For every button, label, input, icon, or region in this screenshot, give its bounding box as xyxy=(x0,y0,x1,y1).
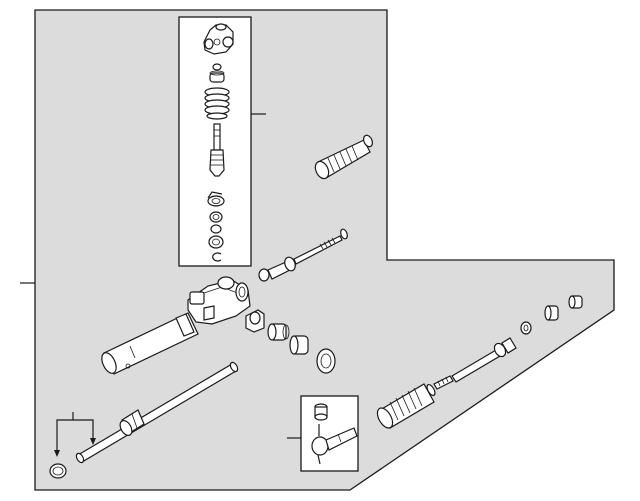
housing-o-ring xyxy=(49,463,67,479)
rack-bushing xyxy=(267,323,290,341)
callout-bracket-left xyxy=(54,412,96,457)
pinion-washer xyxy=(208,211,224,249)
pinion-subassembly-box xyxy=(178,16,252,267)
tie-rod-end-box xyxy=(300,395,359,472)
inner-tie-rod-left xyxy=(258,228,348,282)
pinion-valve-housing xyxy=(203,23,234,55)
rack-housing xyxy=(101,276,251,375)
mount-bushing xyxy=(316,348,336,374)
rack-seal-ring xyxy=(289,335,309,355)
rack-shaft xyxy=(75,361,239,464)
pinion-spring-stack xyxy=(204,87,230,120)
outer-tie-rod-end xyxy=(311,424,358,465)
callout-lines xyxy=(20,113,301,457)
pinion-shaft xyxy=(209,123,225,177)
pinion-seal xyxy=(209,63,225,83)
right-bushings xyxy=(520,295,583,335)
pinion-snap-ring xyxy=(212,252,222,262)
tie-rod-nut xyxy=(314,403,328,421)
mount-bracket xyxy=(245,309,265,333)
boot-upper-right xyxy=(314,134,374,180)
pinion-o-ring xyxy=(207,191,225,207)
boot-lower-right xyxy=(376,383,436,429)
inner-tie-rod-right xyxy=(433,337,517,390)
